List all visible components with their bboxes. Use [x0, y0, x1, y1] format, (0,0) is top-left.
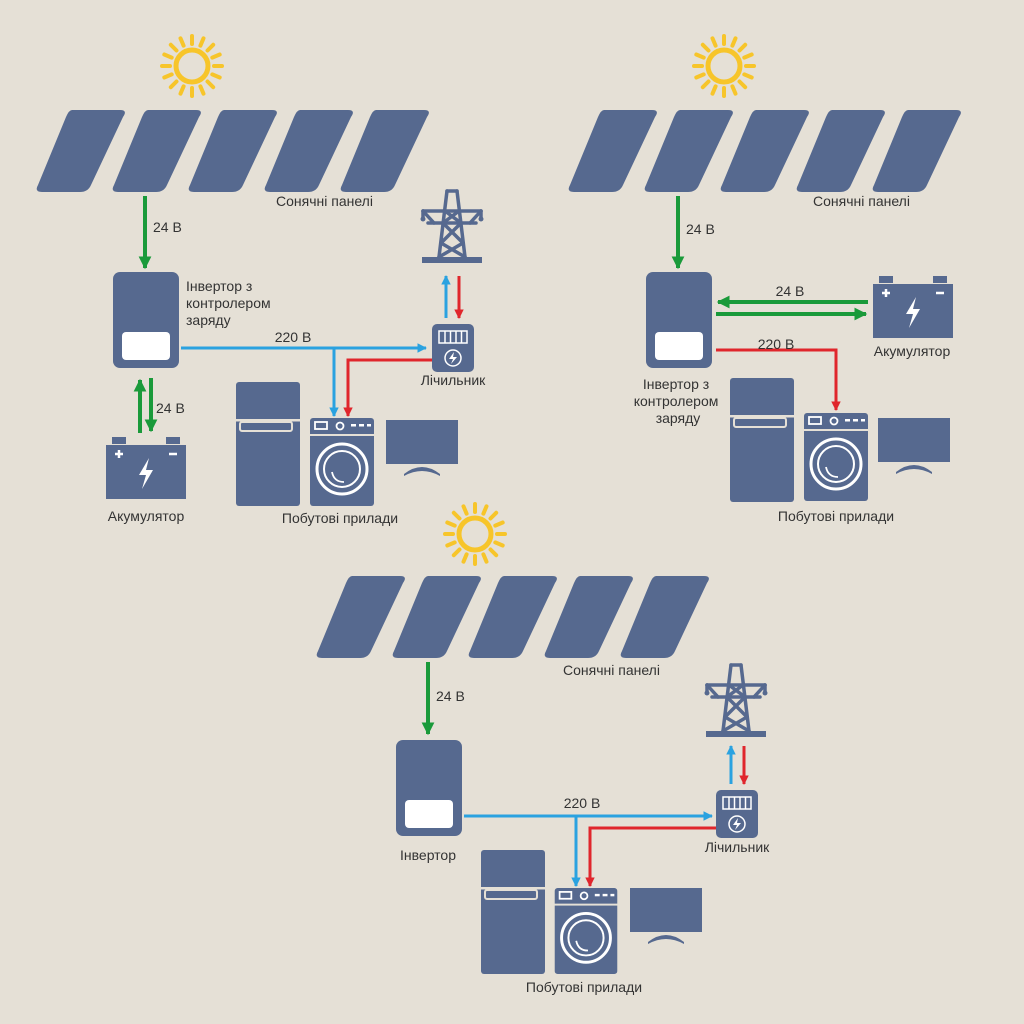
panels-voltage-label: 24 В [436, 688, 465, 704]
solar-panel-icon [620, 576, 709, 658]
battery-icon [871, 274, 955, 340]
ac-voltage-label: 220 В [758, 336, 795, 352]
fridge-icon [479, 849, 547, 975]
washing-machine-icon [801, 411, 871, 503]
tv-icon [878, 418, 950, 474]
inverter-icon [646, 272, 712, 368]
panels-label: Сонячні панелі [276, 193, 373, 209]
solar-panel-icon [188, 110, 277, 192]
meter-label: Лічильник [421, 372, 486, 388]
dc-arrow-inverter-battery [133, 378, 158, 433]
inverter-icon [396, 740, 462, 836]
hybrid-system: Сонячні панелі 24 В Інвертор з контролер… [36, 36, 486, 526]
washing-machine-icon [552, 886, 620, 976]
sun-icon [445, 504, 505, 564]
solar-panels [568, 110, 961, 192]
ac-arrow-inverter-to-appliances [716, 348, 841, 411]
solar-panel-icon [112, 110, 201, 192]
solar-panel-icon [392, 576, 481, 658]
solar-panel-icon [796, 110, 885, 192]
battery-voltage-label: 24 В [776, 283, 805, 299]
panels-voltage-label: 24 В [153, 219, 182, 235]
solar-panel-icon [468, 576, 557, 658]
grid-arrow-to-appliances [343, 358, 432, 417]
panels-label: Сонячні панелі [813, 193, 910, 209]
solar-panels [36, 110, 429, 192]
solar-panel-icon [872, 110, 961, 192]
solar-panel-icon [264, 110, 353, 192]
meter-label: Лічильник [705, 839, 770, 855]
sun-icon [694, 36, 754, 96]
appliances-label: Побутові прилади [778, 508, 894, 524]
washing-machine-icon [307, 416, 377, 508]
solar-panel-icon [340, 110, 429, 192]
sun-icon [162, 36, 222, 96]
fridge-icon [234, 381, 302, 507]
ongrid-system: Сонячні панелі 24 В Інвертор 220 В Лічил… [316, 504, 770, 995]
inverter-label: Інвертор з контролером заряду [634, 376, 723, 426]
solar-panel-icon [568, 110, 657, 192]
panels-label: Сонячні панелі [563, 662, 660, 678]
solar-panel-icon [316, 576, 405, 658]
inverter-label: Інвертор з контролером заряду [186, 278, 275, 328]
inverter-icon [113, 272, 179, 368]
inverter-label: Інвертор [400, 847, 456, 863]
solar-panel-icon [720, 110, 809, 192]
solar-panels [316, 576, 709, 658]
appliances-label: Побутові прилади [526, 979, 642, 995]
solar-panel-icon [544, 576, 633, 658]
power-tower-icon [702, 663, 770, 739]
appliances-label: Побутові прилади [282, 510, 398, 526]
meter-icon [431, 323, 475, 373]
meter-icon [715, 789, 759, 839]
panels-voltage-label: 24 В [686, 221, 715, 237]
grid-arrow-to-appliances [585, 826, 716, 887]
tv-icon [386, 420, 458, 476]
solar-panel-icon [36, 110, 125, 192]
ac-voltage-label: 220 В [564, 795, 601, 811]
battery-voltage-label: 24 В [156, 400, 185, 416]
fridge-icon [728, 377, 796, 503]
solar-panel-icon [644, 110, 733, 192]
ac-voltage-label: 220 В [275, 329, 312, 345]
battery-label: Акумулятор [874, 343, 951, 359]
battery-label: Акумулятор [108, 508, 185, 524]
battery-icon [104, 435, 188, 501]
tv-icon [630, 888, 702, 944]
offgrid-system: Сонячні панелі 24 В Інвертор з контролер… [568, 36, 961, 524]
power-tower-icon [418, 189, 486, 265]
dc-arrow-inverter-battery [716, 295, 868, 321]
